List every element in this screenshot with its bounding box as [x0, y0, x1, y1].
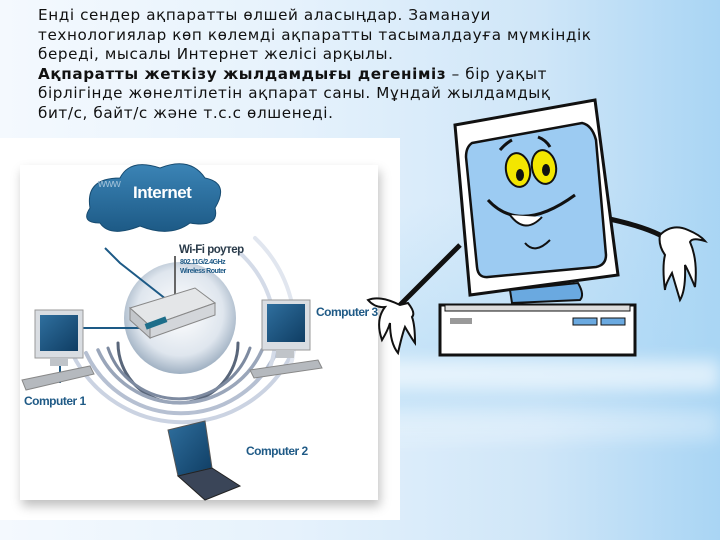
definition-line-1: Ақпаратты жеткізу жылдамдығы дегеніміз –… — [38, 65, 678, 85]
computer-2-label: Computer 2 — [246, 444, 308, 458]
router-title-label: Wi-Fi роутер — [179, 244, 244, 256]
tongue — [509, 214, 543, 227]
definition-line-3: бит/с, байт/с және т.с.с өлшенеді. — [38, 103, 334, 122]
left-eyebrow — [498, 138, 513, 151]
computer-2-laptop — [167, 420, 242, 501]
slide-text: Енді сендер ақпаратты өлшей аласыңдар. З… — [38, 6, 678, 123]
internet-cloud — [86, 163, 222, 232]
right-hand — [658, 226, 708, 303]
intro-line-3: береді, мысалы Интернет желісі арқылы. — [38, 45, 394, 63]
definition-rest: – бір уақыт — [446, 64, 548, 83]
left-pupil — [516, 169, 524, 181]
cloud-www-label: www — [98, 178, 121, 190]
cloud-internet-label: Internet — [133, 183, 192, 202]
definition-line-2: бірлігінде жөнелтілетін ақпарат саны. Мұ… — [38, 84, 551, 102]
definition-term: Ақпаратты жеткізу жылдамдығы дегеніміз — [38, 64, 447, 83]
right-pupil — [542, 164, 550, 176]
chin-line — [524, 239, 551, 250]
network-diagram: www Internet Wi-Fi роутер 802.11G/2.4GHz… — [0, 138, 400, 520]
right-eyebrow — [537, 135, 552, 148]
drive-bay-2 — [600, 317, 626, 326]
computer-3-label: Computer 3 — [316, 305, 378, 319]
computer-1-label: Computer 1 — [24, 394, 86, 408]
router-device — [129, 287, 217, 340]
background-streak — [380, 360, 720, 390]
monitor-screen — [464, 121, 608, 279]
background-streak — [380, 410, 720, 440]
left-arm — [398, 243, 462, 307]
drive-slot — [450, 318, 472, 324]
drive-bay-1 — [572, 317, 598, 326]
router-spec-label: 802.11G/2.4GHz — [180, 259, 226, 266]
monitor-stand — [508, 281, 584, 305]
network-illustration — [21, 163, 323, 501]
computer-3-illustration — [249, 299, 323, 379]
intro-line-1: Енді сендер ақпаратты өлшей аласыңдар. З… — [38, 6, 492, 24]
system-unit — [438, 303, 637, 357]
left-hand — [366, 297, 417, 356]
computer-1-illustration — [21, 309, 95, 391]
router-model-label: Wireless Router — [180, 268, 226, 275]
intro-line-2: технологиялар көп көлемді ақпаратты тасы… — [38, 25, 592, 44]
cartoon-computer — [366, 98, 708, 357]
